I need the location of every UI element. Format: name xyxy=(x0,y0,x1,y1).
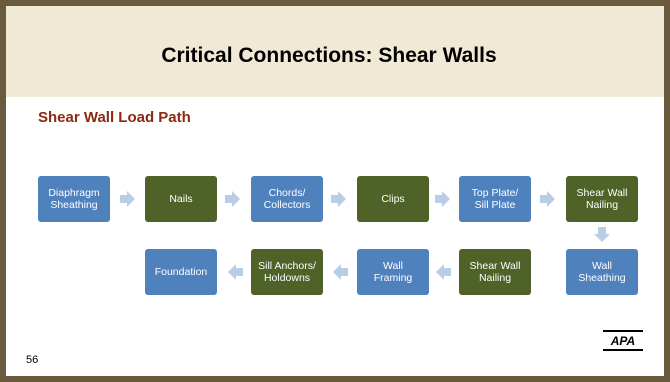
arrow-right-icon xyxy=(331,191,346,207)
arrow-left-icon xyxy=(228,264,243,280)
arrow-right-icon xyxy=(435,191,450,207)
page-number: 56 xyxy=(26,354,39,366)
arrow-right-icon xyxy=(225,191,240,207)
slide-frame xyxy=(6,6,664,376)
node-wall-sheathing: Wall Sheathing xyxy=(566,249,638,295)
svg-text:APA: APA xyxy=(610,334,635,348)
node-top-plate-sill-plate: Top Plate/ Sill Plate xyxy=(459,176,531,222)
slide-subtitle: Shear Wall Load Path xyxy=(38,109,191,126)
arrow-left-icon xyxy=(333,264,348,280)
node-nails: Nails xyxy=(145,176,217,222)
node-chords-collectors: Chords/ Collectors xyxy=(251,176,323,222)
slide-title: Critical Connections: Shear Walls xyxy=(161,44,497,67)
node-wall-framing: Wall Framing xyxy=(357,249,429,295)
arrow-down-icon xyxy=(594,227,610,242)
arrow-right-icon xyxy=(540,191,555,207)
arrow-right-icon xyxy=(120,191,135,207)
node-shear-wall-nailing-1: Shear Wall Nailing xyxy=(566,176,638,222)
node-diaphragm-sheathing: Diaphragm Sheathing xyxy=(38,176,110,222)
node-shear-wall-nailing-2: Shear Wall Nailing xyxy=(459,249,531,295)
apa-logo: APA xyxy=(603,330,643,351)
node-clips: Clips xyxy=(357,176,429,222)
node-foundation: Foundation xyxy=(145,249,217,295)
arrow-left-icon xyxy=(436,264,451,280)
title-band xyxy=(6,6,664,97)
node-sill-anchors-holdowns: Sill Anchors/ Holdowns xyxy=(251,249,323,295)
